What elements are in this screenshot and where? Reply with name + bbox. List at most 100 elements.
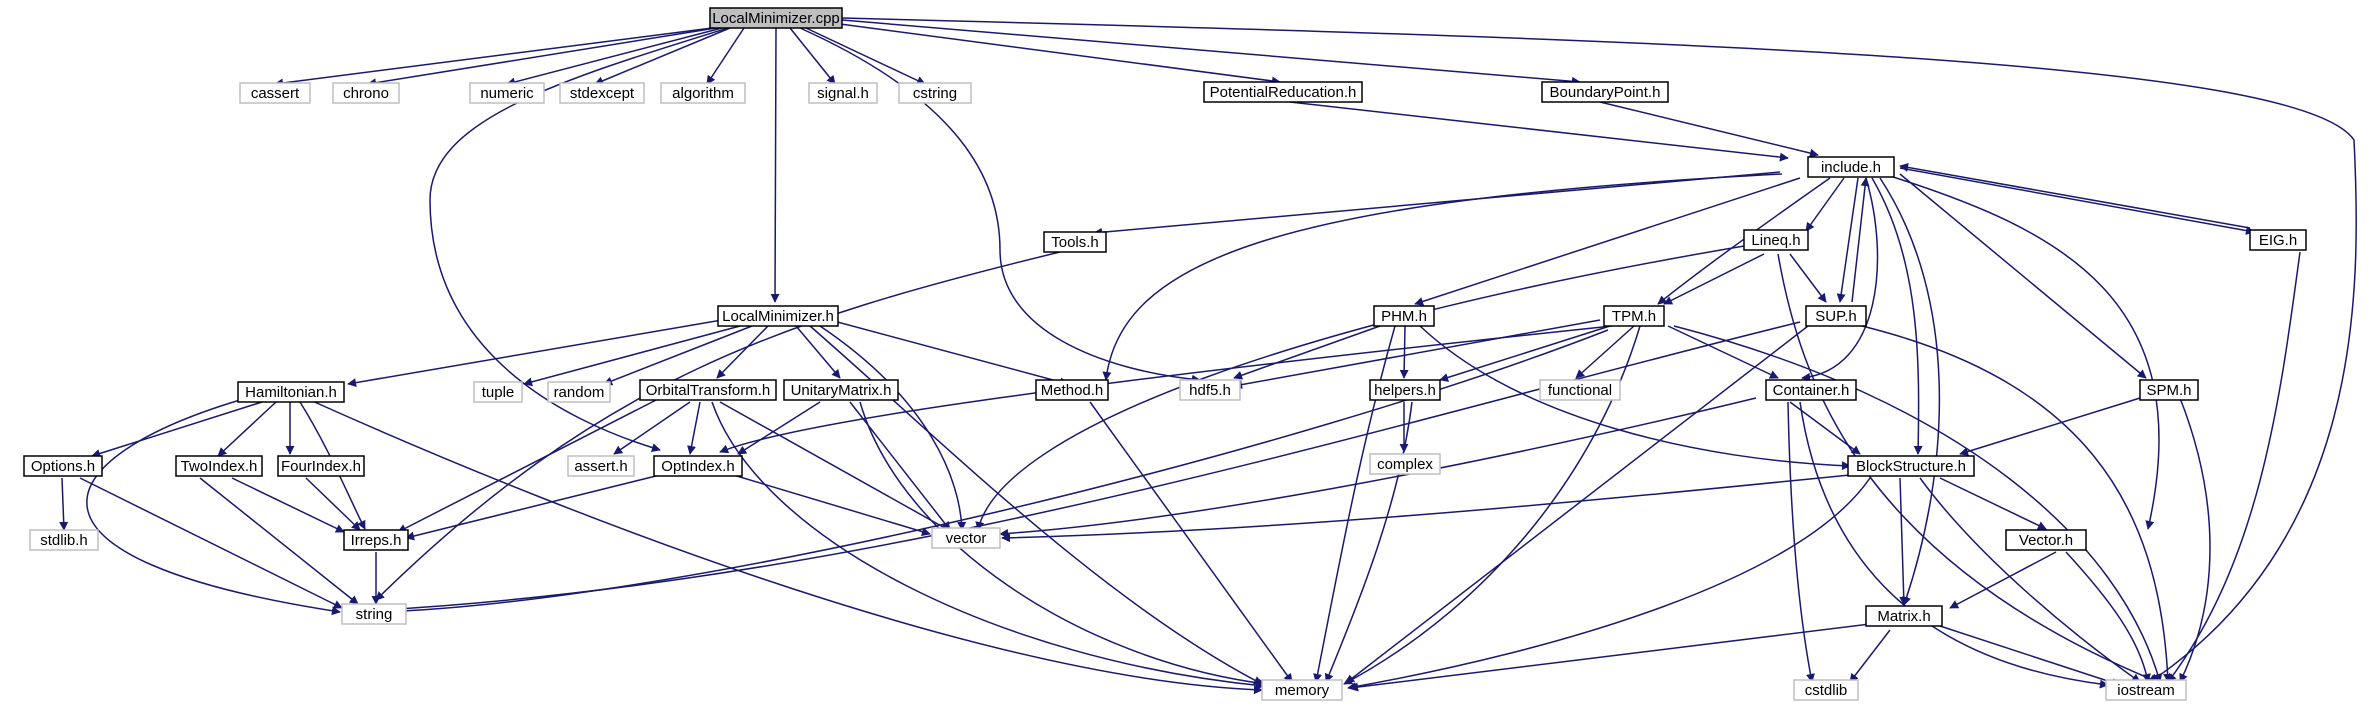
edge-hamiltonian-to-string xyxy=(86,399,341,616)
node-helpers-h[interactable]: helpers.h xyxy=(1369,379,1441,401)
node-container-h[interactable]: Container.h xyxy=(1765,379,1857,401)
edge-localminimizer-h-to-hamiltonian xyxy=(347,319,723,388)
node-cassert: cassert xyxy=(239,82,311,104)
node-twoindex-h[interactable]: TwoIndex.h xyxy=(175,455,263,477)
edge-lineq-to-tpm xyxy=(1663,253,1765,305)
node-irreps-h[interactable]: Irreps.h xyxy=(343,529,409,551)
svg-text:iostream: iostream xyxy=(2117,682,2175,699)
svg-text:algorithm: algorithm xyxy=(672,85,734,102)
svg-text:Hamiltonian.h: Hamiltonian.h xyxy=(245,384,337,401)
node-sup-h[interactable]: SUP.h xyxy=(1805,305,1867,327)
svg-text:BoundaryPoint.h: BoundaryPoint.h xyxy=(1550,84,1661,101)
edge-eig-to-iostream xyxy=(2167,251,2301,683)
node-optindex-h[interactable]: OptIndex.h xyxy=(653,455,743,477)
graph-nodes: LocalMinimizer.cpp cassert chrono numeri… xyxy=(23,7,2307,701)
edge-tpm-to-string xyxy=(381,329,1609,617)
edge-include-to-matrix xyxy=(1879,177,1941,606)
edge-include-to-phm xyxy=(1414,177,1801,306)
node-memory: memory xyxy=(1261,679,1343,701)
node-functional: functional xyxy=(1539,379,1621,401)
node-spm-h[interactable]: SPM.h xyxy=(2139,379,2199,401)
node-boundarypoint-h[interactable]: BoundaryPoint.h xyxy=(1541,81,1669,103)
svg-text:numeric: numeric xyxy=(480,85,534,102)
edge-localminimizer-h-to-tuple xyxy=(523,325,741,387)
edge-localminimizer-cpp-to-stdexcept xyxy=(594,27,731,86)
node-options-h[interactable]: Options.h xyxy=(23,455,103,477)
edge-tools-to-string xyxy=(375,251,1061,601)
edge-potentialreducation-to-include xyxy=(1289,101,1789,162)
node-method-h[interactable]: Method.h xyxy=(1035,379,1109,401)
edge-boundarypoint-to-include xyxy=(1599,101,1819,158)
edge-orbitaltransform-to-assert xyxy=(613,401,691,455)
edge-phm-to-hdf5 xyxy=(1233,325,1381,380)
node-string: string xyxy=(341,603,407,625)
node-localminimizer-h[interactable]: LocalMinimizer.h xyxy=(717,305,839,327)
node-tpm-h[interactable]: TPM.h xyxy=(1603,305,1665,327)
node-tuple: tuple xyxy=(473,381,523,403)
edge-orbitaltransform-to-optindex xyxy=(687,401,701,455)
node-hdf5-h: hdf5.h xyxy=(1179,379,1241,401)
svg-text:Matrix.h: Matrix.h xyxy=(1877,608,1930,625)
edge-container-to-cstdlib xyxy=(1787,401,1815,683)
node-phm-h[interactable]: PHM.h xyxy=(1373,305,1435,327)
edge-twoindex-to-string xyxy=(199,477,359,605)
edge-options-to-string xyxy=(79,477,343,609)
edge-blockstructure-to-vector xyxy=(1001,473,1861,543)
svg-text:LocalMinimizer.h: LocalMinimizer.h xyxy=(722,308,834,325)
edge-localminimizer-h-to-random xyxy=(603,325,753,386)
svg-text:Vector.h: Vector.h xyxy=(2019,532,2073,549)
node-stdexcept: stdexcept xyxy=(559,82,645,104)
edge-hamiltonian-to-twoindex xyxy=(217,401,277,457)
edge-blockstructure-to-vector-h xyxy=(1939,477,2047,530)
edge-include-to-tools xyxy=(1093,171,1781,237)
node-matrix-h[interactable]: Matrix.h xyxy=(1865,605,1943,627)
svg-text:Tools.h: Tools.h xyxy=(1051,234,1099,251)
edge-vector-h-to-iostream xyxy=(2065,551,2151,683)
svg-text:SUP.h: SUP.h xyxy=(1815,308,1856,325)
edge-optindex-to-vector xyxy=(729,473,931,536)
node-fourindex-h[interactable]: FourIndex.h xyxy=(277,455,365,477)
node-chrono: chrono xyxy=(332,82,400,104)
edge-localminimizer-cpp-to-optindex-h xyxy=(429,27,729,452)
edge-include-to-spm xyxy=(1899,173,2147,379)
edge-localminimizer-cpp-to-algorithm xyxy=(706,27,745,85)
edge-localminimizer-h-to-method xyxy=(829,319,1069,387)
node-orbitaltransform-h[interactable]: OrbitalTransform.h xyxy=(639,379,777,401)
node-vector-h[interactable]: Vector.h xyxy=(2005,529,2087,551)
svg-text:LocalMinimizer.cpp: LocalMinimizer.cpp xyxy=(712,10,840,27)
edge-container-to-iostream xyxy=(1799,401,2109,689)
node-numeric: numeric xyxy=(469,82,545,104)
edge-blockstructure-to-matrix xyxy=(1899,477,1909,606)
node-hamiltonian-h[interactable]: Hamiltonian.h xyxy=(237,381,345,403)
edge-tpm-to-helpers xyxy=(1439,325,1611,382)
svg-text:string: string xyxy=(356,606,393,623)
edge-unitarymatrix-to-memory xyxy=(859,401,1267,688)
svg-text:include.h: include.h xyxy=(1821,159,1881,176)
edge-method-to-memory xyxy=(1089,401,1293,683)
edge-orbitaltransform-to-irreps xyxy=(397,397,661,533)
edge-include-to-vector-h xyxy=(1889,175,2160,530)
svg-text:Method.h: Method.h xyxy=(1041,382,1104,399)
node-unitarymatrix-h[interactable]: UnitaryMatrix.h xyxy=(783,379,899,401)
node-eig-h[interactable]: EIG.h xyxy=(2249,229,2307,251)
node-lineq-h[interactable]: Lineq.h xyxy=(1743,229,1809,251)
svg-text:Container.h: Container.h xyxy=(1773,382,1850,399)
node-signal-h: signal.h xyxy=(808,82,878,104)
node-potentialreducation-h[interactable]: PotentialReducation.h xyxy=(1203,81,1363,103)
svg-text:SPM.h: SPM.h xyxy=(2146,382,2191,399)
edge-include-to-lineq xyxy=(1805,177,1845,232)
node-blockstructure-h[interactable]: BlockStructure.h xyxy=(1847,455,1975,477)
svg-text:cstdlib: cstdlib xyxy=(1805,682,1848,699)
edge-vector-h-to-matrix xyxy=(1949,551,2057,609)
edge-phm-to-memory xyxy=(1313,325,1396,683)
edge-orbitaltransform-to-memory xyxy=(711,401,1265,690)
svg-text:complex: complex xyxy=(1377,456,1433,473)
node-include-h[interactable]: include.h xyxy=(1807,156,1895,178)
edge-localminimizer-cpp-to-cstring xyxy=(805,27,926,85)
edge-sup-to-iostream xyxy=(1861,325,2173,683)
edge-eig-to-include xyxy=(1899,162,2251,229)
svg-text:functional: functional xyxy=(1548,382,1612,399)
edge-localminimizer-cpp-to-iostream xyxy=(841,17,2358,683)
node-tools-h[interactable]: Tools.h xyxy=(1043,231,1107,253)
